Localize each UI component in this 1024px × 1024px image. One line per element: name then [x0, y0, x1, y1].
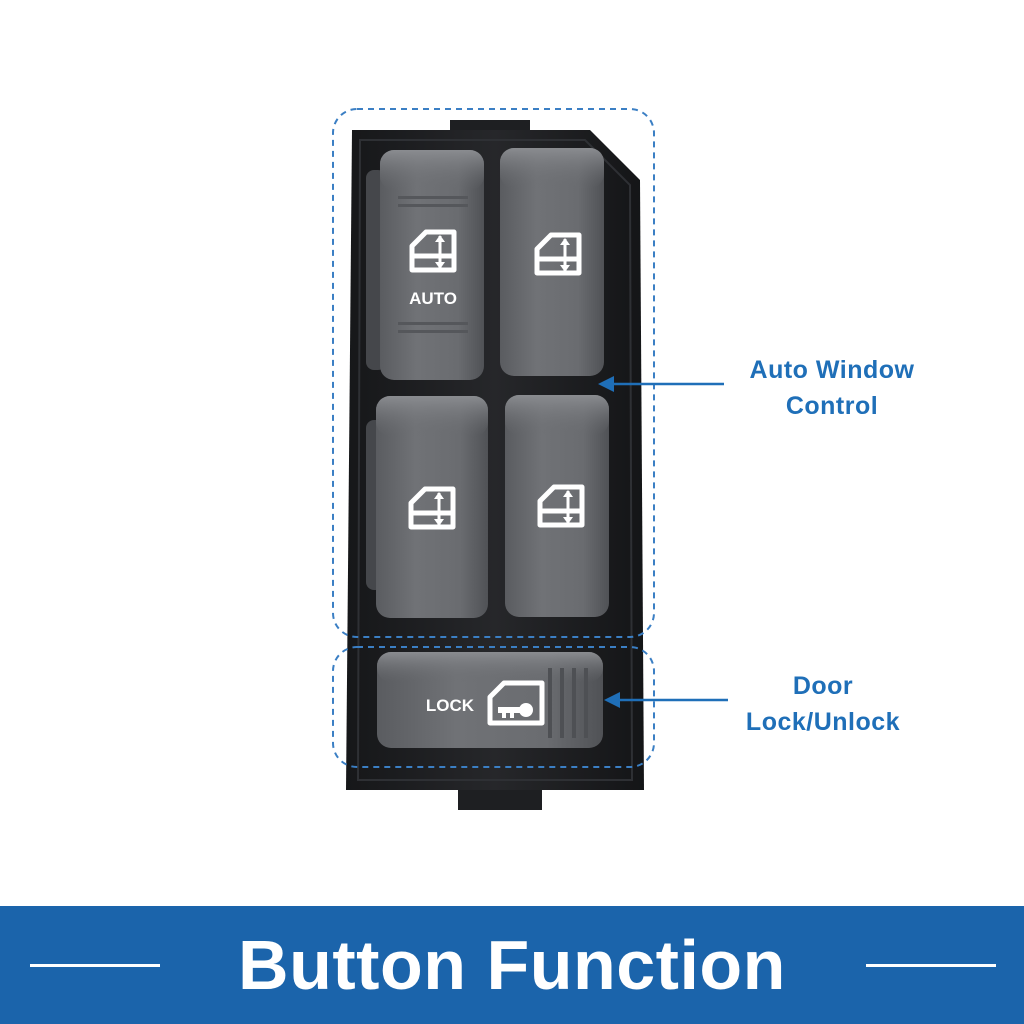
auto-window-control-label: Auto Window Control — [712, 352, 952, 424]
door-lock-key-icon — [487, 680, 545, 726]
arrow-left-icon — [604, 692, 728, 708]
banner-title: Button Function — [238, 926, 786, 1004]
auto-window-label-line2: Control — [785, 392, 879, 420]
window-button-driver-auto[interactable] — [366, 150, 484, 380]
door-lock-label-line1: Door — [792, 672, 854, 700]
door-lock-rocker[interactable] — [377, 652, 603, 748]
auto-label: AUTO — [409, 289, 457, 308]
door-lock-callout-frame — [332, 646, 655, 768]
auto-window-callout-frame — [332, 108, 655, 638]
arrow-left-icon — [598, 376, 724, 392]
banner-divider-right — [866, 964, 996, 967]
door-lock-unlock-label: Door Lock/Unlock — [712, 668, 934, 740]
banner-divider-left — [30, 964, 160, 967]
window-button-rear-left[interactable] — [366, 396, 488, 618]
window-button-rear-right[interactable] — [505, 395, 609, 617]
lock-label: LOCK — [426, 696, 475, 715]
window-switch-product-image: AUTO LOCK — [332, 108, 728, 810]
door-lock-label-line2: Lock/Unlock — [745, 708, 901, 736]
window-button-passenger[interactable] — [500, 148, 604, 376]
auto-window-label-line1: Auto Window — [749, 356, 915, 384]
title-banner: Button Function — [0, 906, 1024, 1024]
